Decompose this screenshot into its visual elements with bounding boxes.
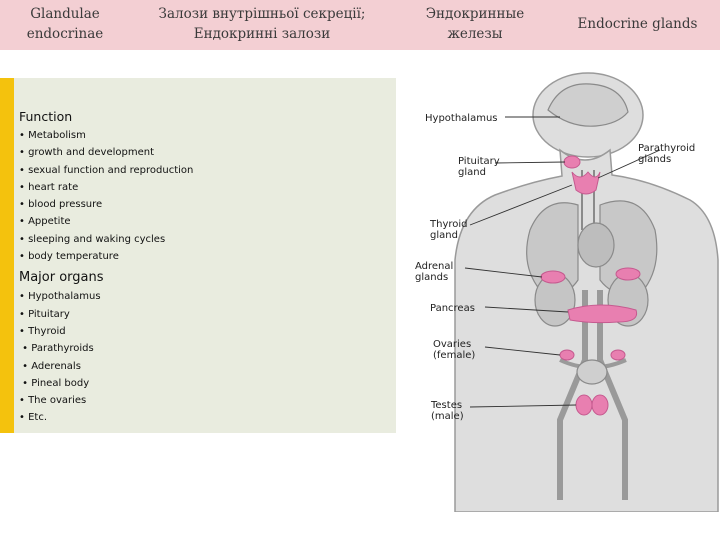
header-ukrainian: Залози внутрішньої секреції; Ендокринні … xyxy=(132,4,392,44)
organ-item: • Etc. xyxy=(19,412,47,424)
header-russian-line1: Эндокринные xyxy=(425,6,525,22)
header-latin-line2: endocrinae xyxy=(26,26,104,42)
title-bar: Glandulae endocrinae Залози внутрішньої … xyxy=(0,0,720,50)
organ-item: • Aderenals xyxy=(19,360,81,372)
header-ukrainian-line2: Ендокринні залози xyxy=(193,26,331,42)
label-pituitary-1: Pituitary xyxy=(458,156,500,167)
function-item: • heart rate xyxy=(19,181,79,193)
organ-item: • Parathyroids xyxy=(19,343,94,355)
function-item: • sexual function and reproduction xyxy=(19,164,194,176)
left-ovary xyxy=(559,349,575,361)
label-testes-1: Testes xyxy=(430,400,462,411)
organs-title: Major organs xyxy=(19,270,104,286)
function-list: • Metabolism • growth and development • … xyxy=(19,127,389,265)
organ-item: • Hypothalamus xyxy=(19,291,101,303)
header-latin: Glandulae endocrinae xyxy=(5,4,125,44)
info-content: Function • Metabolism • growth and devel… xyxy=(19,108,389,427)
label-thyroid-2: gland xyxy=(430,230,458,241)
info-panel xyxy=(0,78,396,433)
header-russian-line2: железы xyxy=(447,26,503,42)
organ-item: • Pituitary xyxy=(19,308,70,320)
leader-lines xyxy=(464,116,661,408)
glands xyxy=(540,155,641,416)
left-adrenal-gland xyxy=(540,270,566,284)
thyroid-gland xyxy=(571,171,601,195)
function-item: • sleeping and waking cycles xyxy=(19,233,166,245)
organs-list: • Hypothalamus • Pituitary • Thyroid • P… xyxy=(19,288,389,426)
vessels xyxy=(557,290,628,500)
function-item: • body temperature xyxy=(19,251,119,263)
pancreas-gland xyxy=(567,304,638,324)
pituitary-gland xyxy=(563,155,581,169)
label-adrenal-1: Adrenal xyxy=(415,261,453,272)
function-item: • growth and development xyxy=(19,147,155,159)
organ-item: • Pineal body xyxy=(19,377,90,389)
label-adrenal-2: glands xyxy=(415,272,448,283)
left-testis xyxy=(575,394,593,416)
label-parathyroid-1: Parathyroid xyxy=(638,143,695,154)
label-hypothalamus: Hypothalamus xyxy=(425,113,498,124)
label-pituitary-2: gland xyxy=(458,167,486,178)
heart-shape xyxy=(577,222,615,268)
uterus-shape xyxy=(576,359,608,385)
endocrine-diagram: Hypothalamus Pituitary gland Parathyroid… xyxy=(415,72,719,512)
organ-item: • Thyroid xyxy=(19,325,66,337)
brain-shape xyxy=(547,83,629,127)
function-item: • Appetite xyxy=(19,216,71,228)
header-english: Endocrine glands xyxy=(560,14,715,34)
function-item: • Metabolism xyxy=(19,130,86,141)
label-thyroid-1: Thyroid xyxy=(429,219,468,230)
right-ovary xyxy=(610,349,626,361)
header-ukrainian-line1: Залози внутрішньої секреції; xyxy=(158,6,366,22)
label-testes-2: (male) xyxy=(431,411,464,422)
header-latin-line1: Glandulae xyxy=(30,6,100,22)
function-item: • blood pressure xyxy=(19,199,103,211)
label-parathyroid-2: glands xyxy=(638,154,671,165)
label-ovaries-2: (female) xyxy=(433,350,475,361)
accent-bar xyxy=(0,78,14,433)
right-adrenal-gland xyxy=(615,267,641,281)
label-pancreas: Pancreas xyxy=(430,303,475,314)
right-testis xyxy=(591,394,609,416)
function-title: Function xyxy=(19,109,73,124)
header-russian: Эндокринные железы xyxy=(405,4,545,44)
label-ovaries-1: Ovaries xyxy=(433,339,471,350)
organ-item: • The ovaries xyxy=(19,395,87,407)
header-english-text: Endocrine glands xyxy=(577,16,698,32)
